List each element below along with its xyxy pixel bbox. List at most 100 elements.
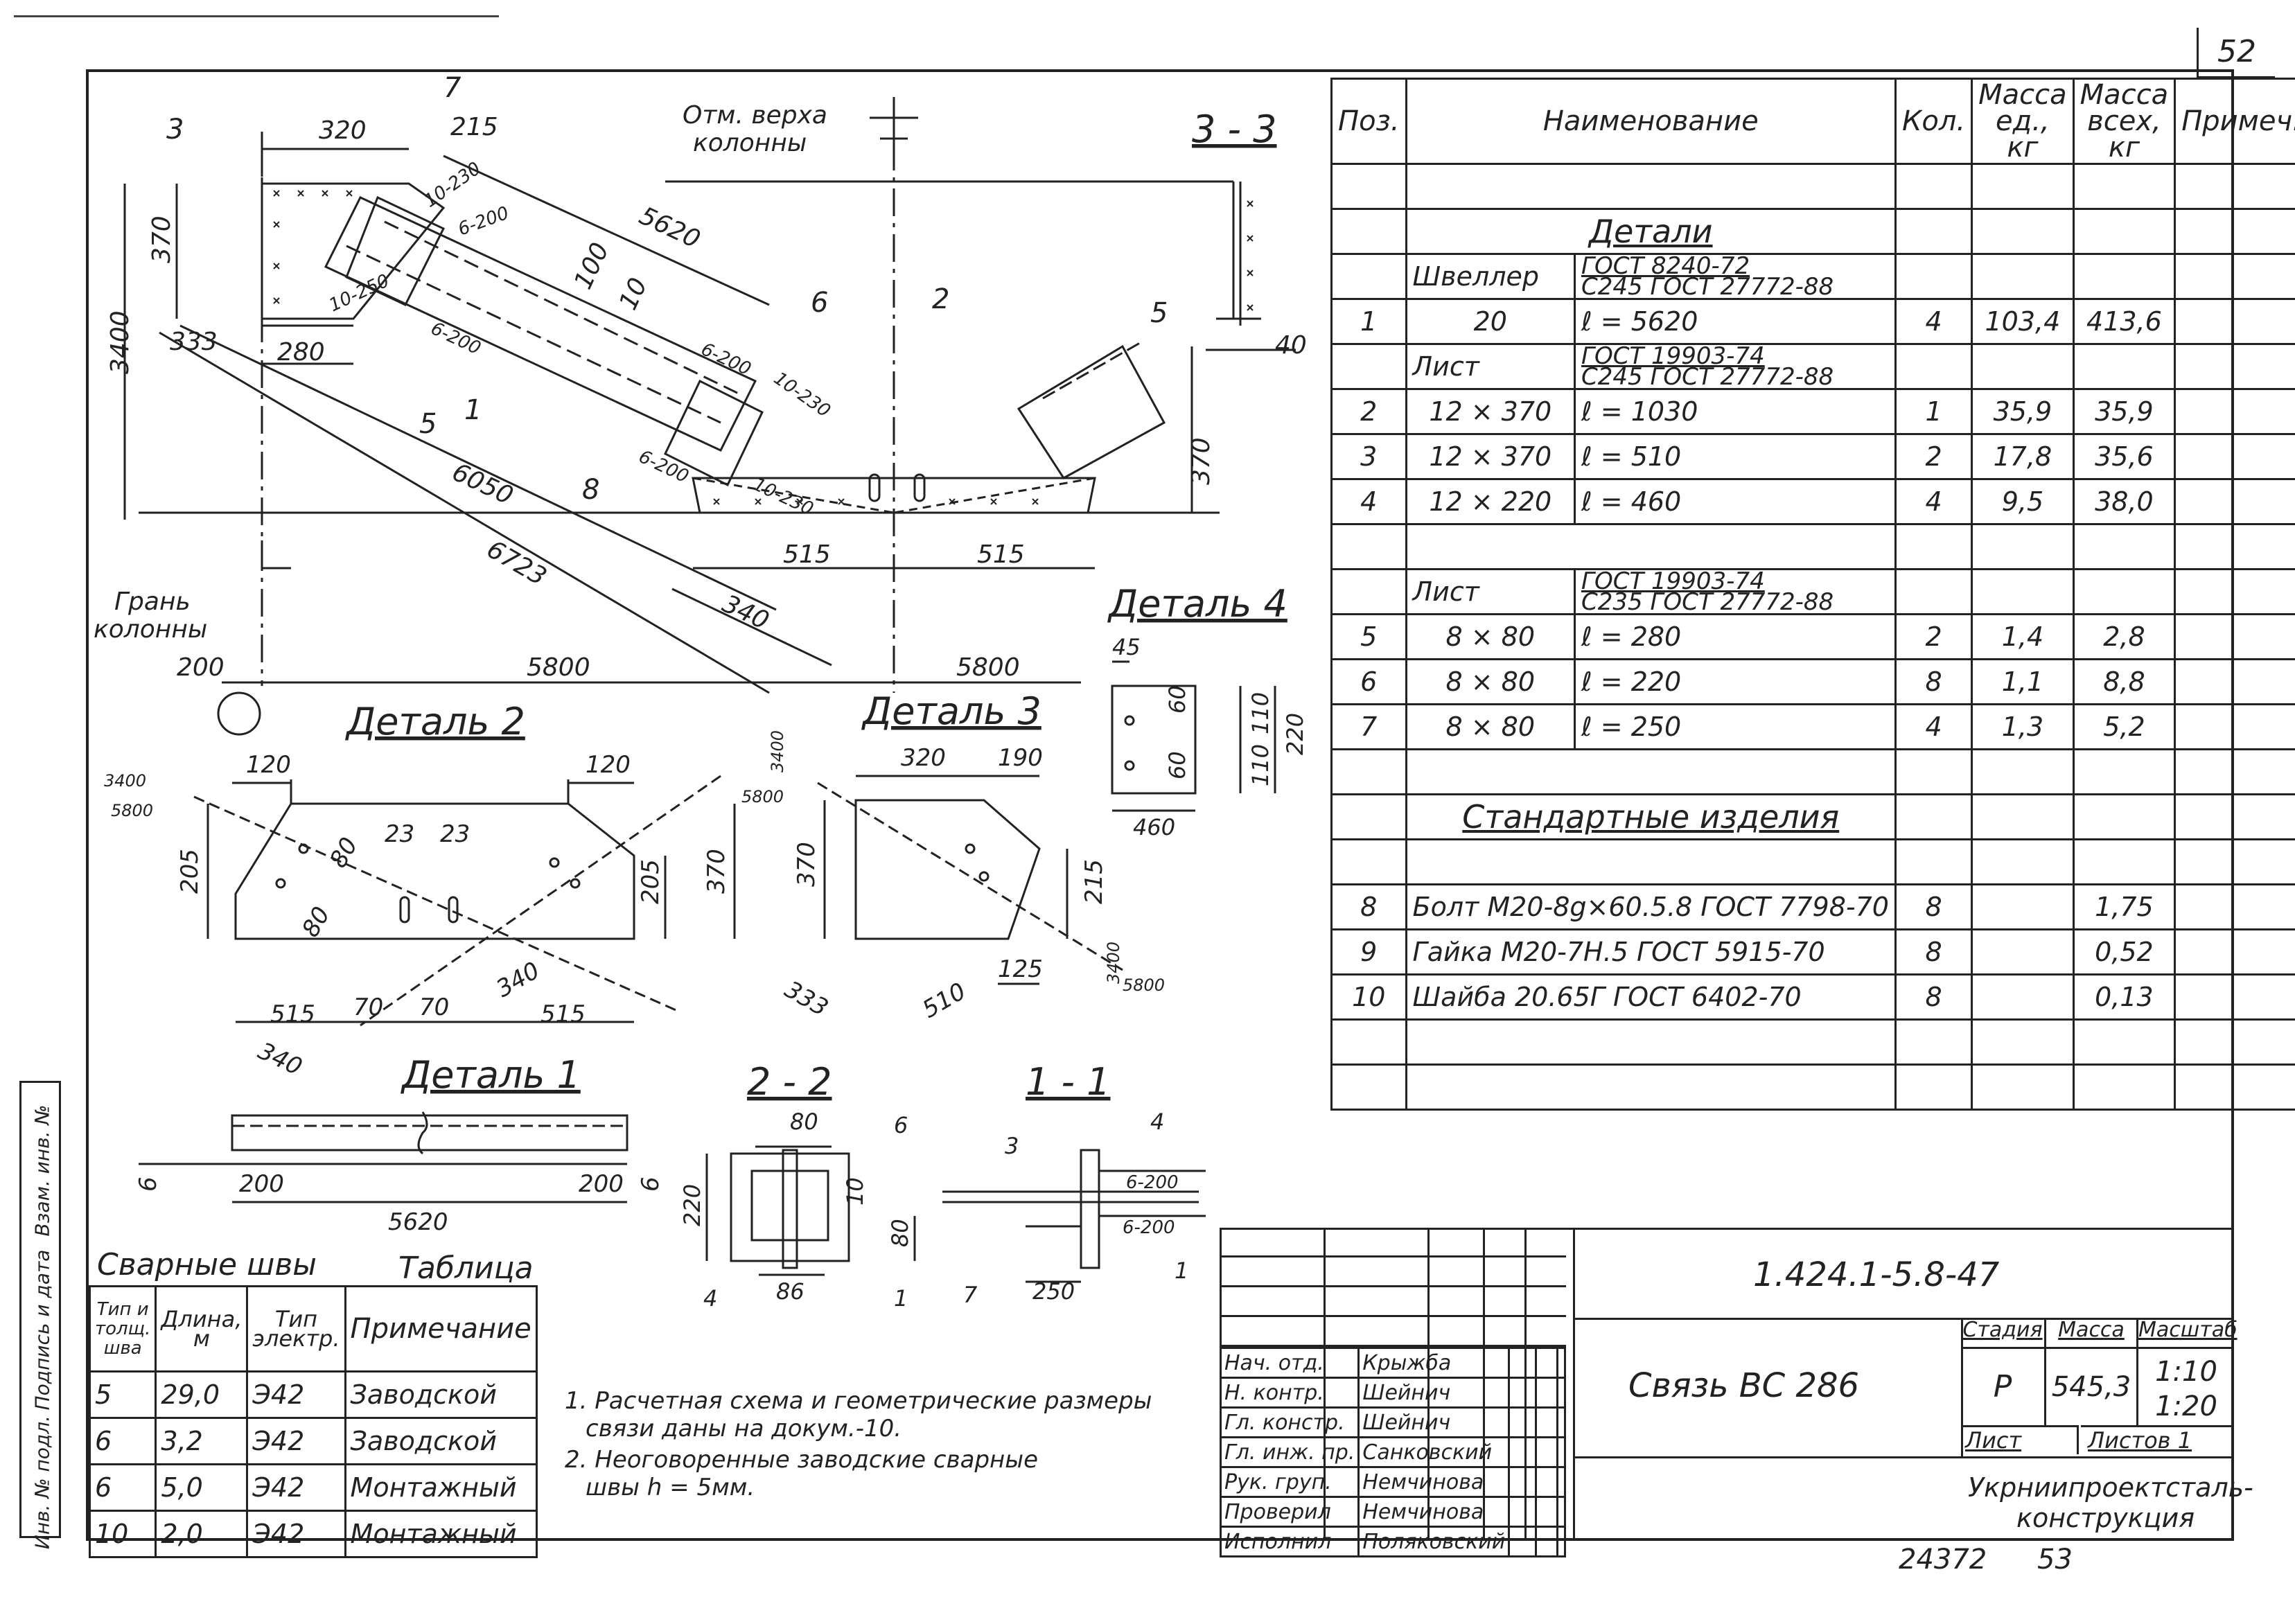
d2-dim: 120 bbox=[246, 751, 291, 779]
pos-mark: 6 bbox=[894, 1112, 908, 1138]
dim-515a: 515 bbox=[783, 540, 831, 569]
pos-mark: 5 bbox=[1150, 297, 1168, 329]
spec-h-qty: Кол. bbox=[1894, 78, 1973, 165]
tb-org-2: конструкция bbox=[2016, 1503, 2195, 1533]
tb-person-row: Гл. констр.Шейнич bbox=[1219, 1406, 1566, 1438]
section-3-3-title: 3 - 3 bbox=[1192, 107, 1277, 151]
tb-sheet-h: Лист bbox=[1961, 1425, 2079, 1454]
side-stamp: Взам. инв. № Подпись и дата Инв. № подл. bbox=[19, 1081, 61, 1549]
weld-mark: 6-200 bbox=[635, 446, 692, 487]
d4-dim: 110 bbox=[1247, 744, 1274, 786]
tb-name-cell: Связь ВС 286 bbox=[1573, 1318, 1963, 1458]
tb-org-1: Укрниипроектсталь- bbox=[1968, 1472, 2253, 1503]
d3-dim: 320 bbox=[901, 744, 946, 772]
side-sign-date: Подпись и дата bbox=[30, 1249, 54, 1411]
d2-ratio: 3400 bbox=[104, 771, 146, 791]
s11-weld: 6-200 bbox=[1123, 1217, 1175, 1238]
detail-2-title: Деталь 2 bbox=[345, 700, 525, 743]
tb-scale2: 1:20 bbox=[2155, 1391, 2217, 1422]
d1-dim: 5620 bbox=[388, 1208, 448, 1236]
d2-dim: 70 bbox=[353, 994, 383, 1021]
tb-person-row: Нач. отд.Крыжба bbox=[1219, 1347, 1566, 1379]
d3-ratio: 5800 bbox=[741, 787, 784, 806]
weld-table: Тип и толщ. шва Длина, м Тип электр. При… bbox=[88, 1285, 538, 1558]
pos-mark: 3 bbox=[1005, 1133, 1019, 1159]
title-block: Нач. отд.Крыжба Н. контр.Шейнич Гл. конс… bbox=[1219, 1228, 2253, 1557]
pos-mark: 8 bbox=[582, 474, 599, 506]
note-1b: связи даны на докум.-10. bbox=[586, 1415, 902, 1442]
tb-mass: 545,3 bbox=[2046, 1349, 2138, 1425]
d4-dim: 460 bbox=[1133, 814, 1175, 840]
dim-5800a: 5800 bbox=[527, 653, 590, 682]
s11-weld: 6-200 bbox=[1126, 1172, 1179, 1193]
d2-dim: 205 bbox=[176, 849, 204, 894]
d2-dim: 23 bbox=[440, 820, 470, 848]
spec-h-mass-total: Масса всех, кг bbox=[2072, 78, 2177, 165]
pos-mark: 2 bbox=[932, 283, 949, 315]
weld-h-type: Тип и толщ. шва bbox=[88, 1285, 157, 1373]
side-inv-orig: Инв. № подл. bbox=[30, 1415, 54, 1550]
detail-3-title: Деталь 3 bbox=[861, 689, 1041, 733]
weld-table-title: Сварные швы bbox=[97, 1247, 317, 1282]
pos-mark: 5 bbox=[419, 408, 437, 440]
d2-dim: 120 bbox=[586, 751, 631, 779]
d4-dim: 220 bbox=[1282, 713, 1308, 755]
dim-515b: 515 bbox=[977, 540, 1025, 569]
sheet-std-top: ГОСТ 19903-74 bbox=[1581, 342, 1765, 370]
spec-section-standard: Стандартные изделия bbox=[1330, 793, 2295, 840]
weld-h-length: Длина, м bbox=[155, 1285, 249, 1373]
dim-40: 40 bbox=[1275, 331, 1307, 360]
tb-people: Нач. отд.Крыжба Н. контр.Шейнич Гл. конс… bbox=[1219, 1347, 1566, 1557]
s22-dim: 86 bbox=[776, 1278, 804, 1305]
d2-dim: 23 bbox=[385, 820, 414, 848]
archive-page: 53 bbox=[2037, 1544, 2073, 1576]
elevation-label-1: Отм. верха bbox=[683, 101, 827, 130]
weld-h-electrode: Тип электр. bbox=[246, 1285, 346, 1373]
tb-scale1: 1:10 bbox=[2155, 1356, 2217, 1388]
tb-stage-h: Стадия bbox=[1961, 1318, 2046, 1349]
sheet2-std-bottom: С235 ГОСТ 27772-88 bbox=[1581, 588, 1834, 616]
sheet-std-bottom: С245 ГОСТ 27772-88 bbox=[1581, 363, 1834, 391]
column-face-label-2: колонны bbox=[94, 615, 207, 644]
spec-h-pos: Поз. bbox=[1330, 78, 1407, 165]
section-1-1-title: 1 - 1 bbox=[1026, 1060, 1111, 1104]
d2-dim: 340 bbox=[492, 957, 545, 1003]
dim-370-right: 370 bbox=[1187, 437, 1215, 485]
note-2b: швы h = 5мм. bbox=[586, 1474, 755, 1501]
d2-dim: 80 bbox=[324, 833, 363, 872]
d3-dim: 333 bbox=[780, 976, 833, 1022]
dim-200: 200 bbox=[177, 653, 225, 682]
spec-header-row: Поз. Наименование Кол. Масса ед., кг Мас… bbox=[1330, 78, 2295, 165]
d3-ratio: 3400 bbox=[1104, 942, 1123, 984]
tb-code: 1.424.1-5.8-47 bbox=[1753, 1255, 2000, 1294]
pos-mark: 7 bbox=[443, 72, 461, 104]
s11-dim: 250 bbox=[1032, 1278, 1075, 1305]
tb-scale-h: Масштаб bbox=[2138, 1318, 2237, 1349]
d4-dim: 60 bbox=[1164, 751, 1190, 779]
spec-h-name: Наименование bbox=[1405, 78, 1897, 165]
top-left-rule bbox=[14, 15, 499, 17]
main-drawing: 320 215 5620 370 3400 333 280 6050 6723 … bbox=[94, 72, 1308, 1312]
detail-1-title: Деталь 1 bbox=[401, 1053, 581, 1097]
d1-dim: 200 bbox=[239, 1170, 284, 1198]
page-number-box: 52 bbox=[2197, 28, 2275, 78]
d2-dim: 340 bbox=[254, 1037, 306, 1082]
weld-mark: 10-250 bbox=[326, 270, 392, 316]
weld-mark: 10-230 bbox=[421, 158, 485, 211]
dim-215: 215 bbox=[450, 113, 498, 141]
dim-280: 280 bbox=[277, 338, 325, 367]
d2-ratio: 5800 bbox=[111, 801, 153, 820]
s22-dim: 220 bbox=[679, 1184, 705, 1226]
archive-number: 24372 bbox=[1899, 1544, 1987, 1576]
d2-dim: 70 bbox=[419, 994, 449, 1021]
